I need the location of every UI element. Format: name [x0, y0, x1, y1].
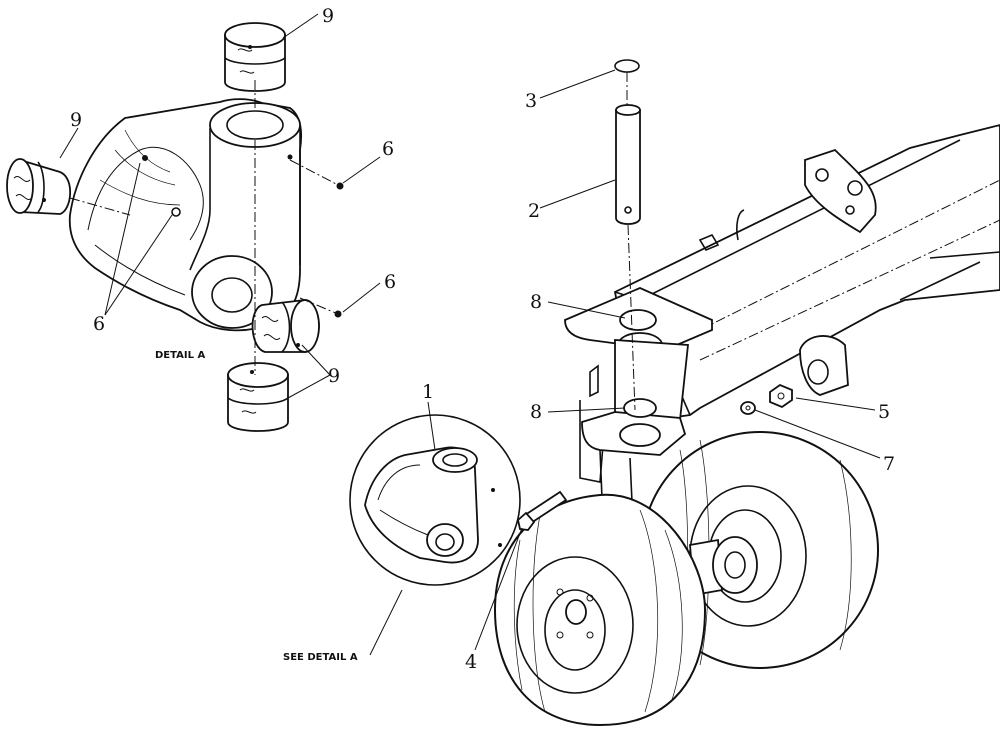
- callout-9: 9: [322, 5, 334, 27]
- callout-9: 9: [328, 365, 340, 387]
- callout-1: 1: [422, 381, 434, 403]
- detail-a-inset: [349, 414, 521, 586]
- bushing-top: [224, 22, 286, 92]
- bushing-bottom: [227, 362, 289, 432]
- callout-8: 8: [530, 401, 542, 423]
- see-detail-a-caption: SEE DETAIL A: [283, 652, 358, 663]
- washer: [740, 401, 756, 415]
- callout-6: 6: [93, 313, 105, 335]
- callout-8: 8: [530, 291, 542, 313]
- callout-2: 2: [528, 200, 540, 222]
- callout-7: 7: [883, 453, 895, 475]
- bushing-left: [6, 158, 72, 215]
- pivot-pin: [615, 104, 641, 225]
- bushing-mid: [251, 299, 320, 353]
- callout-4: 4: [465, 651, 477, 673]
- bolt: [517, 490, 568, 531]
- lower-pivot-plate: [581, 398, 687, 503]
- snap-ring: [614, 59, 640, 73]
- front-wheel: [493, 493, 707, 727]
- nut: [769, 383, 793, 409]
- callout-6: 6: [382, 138, 394, 160]
- leader-lines: [59, 13, 881, 656]
- callout-6: 6: [384, 271, 396, 293]
- detail-a-caption: DETAIL A: [155, 350, 205, 361]
- detail-a-caster-housing: [68, 98, 303, 332]
- callout-3: 3: [525, 90, 537, 112]
- callout-5: 5: [878, 401, 890, 423]
- callout-9: 9: [70, 109, 82, 131]
